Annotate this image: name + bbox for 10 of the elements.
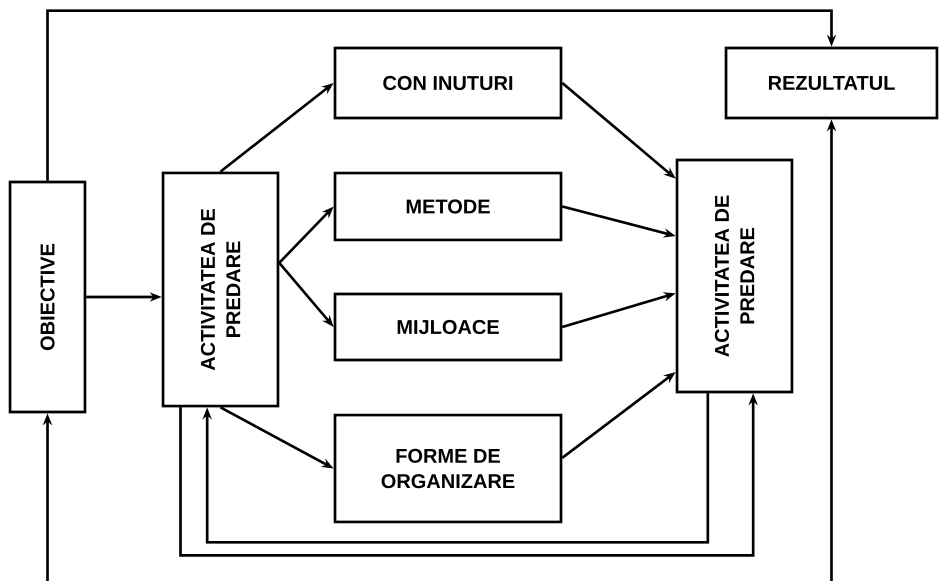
vertical-box: ACTIVITATEA DE PREDARE: [676, 158, 794, 394]
process-box: CON INUTURI: [334, 46, 562, 120]
process-box: FORME DE ORGANIZARE: [334, 414, 562, 524]
vertical-box: OBIECTIVE: [8, 180, 86, 414]
arrow: [46, 9, 836, 181]
process-box: REZULTATUL: [724, 46, 938, 120]
vertical-box: ACTIVITATEA DE PREDARE: [162, 172, 280, 408]
process-box: METODE: [334, 172, 562, 242]
process-box: MIJLOACE: [334, 292, 562, 362]
arrow: [202, 393, 710, 544]
